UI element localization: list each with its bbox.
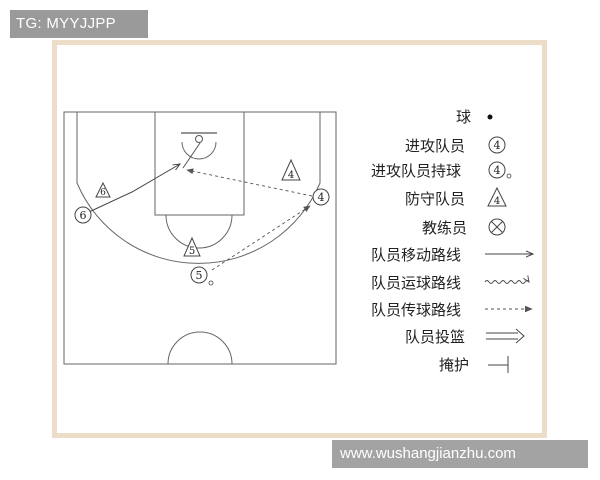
screen-tee-icon — [488, 356, 509, 373]
legend-label-defender: 防守队员 — [405, 190, 466, 208]
move-path-6 — [88, 164, 180, 213]
legend-label-ball: 球 — [456, 108, 472, 126]
watermark-top-left: TG: MYYJJPP — [10, 10, 148, 38]
attacker-4-label: 4 — [318, 191, 325, 204]
legend-label-screen: 掩护 — [439, 356, 470, 374]
three-point-line — [76, 112, 321, 264]
restricted-arc — [181, 141, 217, 160]
pass-path-5 — [211, 205, 310, 271]
diagram-frame — [52, 40, 547, 438]
rim — [195, 135, 203, 143]
legend-label-move-path: 队员移动路线 — [371, 246, 462, 264]
ball-dot-icon — [487, 114, 493, 120]
attacker-6-label: 6 — [80, 209, 87, 222]
legend-label-attacker: 进攻队员 — [405, 137, 466, 155]
attacker-5-label: 5 — [196, 269, 203, 282]
circled-4-with-ball-icon: 4 — [488, 161, 512, 179]
triangle-4-icon: 4 — [487, 186, 507, 207]
center-circle — [167, 331, 233, 365]
wavy-arrow-icon — [484, 281, 529, 284]
legend-label-attacker-with-ball: 进攻队员持球 — [371, 162, 462, 180]
shot-path — [182, 142, 201, 169]
defender-4-label: 4 — [288, 170, 294, 181]
paint-lane — [154, 111, 245, 216]
legend-label-coach: 教练员 — [422, 219, 468, 237]
attacker-4: 4 — [312, 188, 330, 206]
legend-label-shot: 队员投篮 — [405, 328, 466, 346]
circled-x-icon — [488, 218, 506, 236]
court-boundary — [63, 111, 337, 365]
svg-text:4: 4 — [494, 139, 501, 152]
legend-label-dribble-path: 队员运球路线 — [371, 274, 462, 292]
defender-4: 4 — [281, 158, 301, 181]
svg-text:4: 4 — [494, 196, 500, 207]
attacker-5-with-ball: 5 — [190, 266, 214, 286]
ball-icon — [208, 280, 214, 286]
defender-5: 5 — [183, 236, 201, 257]
legend-label-pass-path: 队员传球路线 — [371, 301, 462, 319]
defender-6-label: 6 — [100, 188, 106, 198]
watermark-bottom-right: www.wushangjianzhu.com — [332, 440, 588, 468]
free-throw-circle — [165, 214, 233, 249]
defender-6: 6 — [95, 181, 111, 198]
svg-text:4: 4 — [494, 164, 501, 177]
double-arrow-icon — [486, 328, 525, 344]
attacker-6: 6 — [74, 206, 92, 224]
circled-4-icon: 4 — [488, 136, 506, 154]
defender-5-label: 5 — [189, 246, 195, 257]
